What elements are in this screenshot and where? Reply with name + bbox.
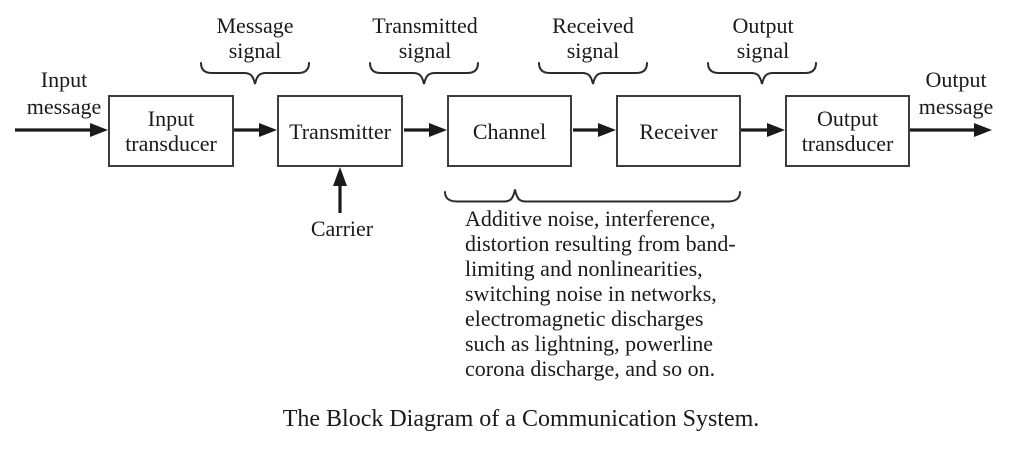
channel-note-line: such as lightning, powerline [465, 331, 714, 356]
arrow-receiver-to-output-transducer [741, 123, 785, 137]
output-signal-label-line1: Output [732, 13, 794, 38]
output-message-label: Output message [901, 66, 1011, 120]
arrow-channel-to-receiver [573, 123, 616, 137]
block-output-transducer-label: Output transducer [801, 106, 894, 156]
received-signal-label-line2: signal [566, 38, 620, 63]
block-input-transducer: Input transducer [108, 95, 234, 167]
channel-note-line: switching noise in networks, [465, 281, 717, 306]
block-receiver: Receiver [616, 95, 741, 167]
message-signal-brace [200, 62, 310, 85]
output-signal-brace [707, 62, 817, 85]
channel-note-line: distortion resulting from band- [465, 231, 736, 256]
transmitted-signal-label: Transmitted signal [340, 13, 510, 63]
output-signal-label: Output signal [678, 13, 848, 63]
arrow-input-transducer-to-transmitter [234, 123, 277, 137]
output-message-arrow [910, 123, 992, 137]
output-signal-label-line2: signal [736, 38, 790, 63]
block-channel-label: Channel [472, 118, 547, 144]
input-message-label: Input message [8, 66, 120, 120]
block-transmitter-label: Transmitter [289, 118, 391, 144]
transmitted-signal-label-line1: Transmitted [372, 13, 478, 38]
block-output-transducer: Output transducer [785, 95, 910, 167]
channel-note: Additive noise, interference, distortion… [465, 206, 736, 381]
transmitted-signal-label-line2: signal [398, 38, 452, 63]
transmitted-signal-brace [369, 62, 479, 85]
message-signal-label: Message signal [170, 13, 340, 63]
channel-note-brace [444, 189, 741, 203]
input-message-arrow [15, 123, 108, 137]
channel-note-line: limiting and nonlinearities, [465, 256, 703, 281]
received-signal-brace [538, 62, 648, 85]
block-channel: Channel [447, 95, 572, 167]
received-signal-label: Received signal [508, 13, 678, 63]
block-transmitter: Transmitter [277, 95, 403, 167]
input-message-label-line2: message [26, 94, 102, 119]
arrow-transmitter-to-channel [404, 123, 447, 137]
channel-note-line: Additive noise, interference, [465, 206, 716, 231]
block-receiver-label: Receiver [639, 118, 718, 144]
block-input-transducer-label: Input transducer [125, 106, 217, 156]
message-signal-label-line2: signal [228, 38, 282, 63]
output-message-label-line2: message [918, 94, 994, 119]
carrier-label: Carrier [310, 216, 374, 241]
output-message-label-line1: Output [925, 67, 987, 92]
channel-note-line: electromagnetic discharges [465, 306, 704, 331]
diagram-caption: The Block Diagram of a Communication Sys… [282, 406, 760, 432]
message-signal-label-line1: Message [216, 13, 294, 38]
carrier-arrow [333, 167, 347, 213]
input-message-label-line1: Input [40, 67, 88, 92]
channel-note-line: corona discharge, and so on. [465, 356, 716, 381]
received-signal-label-line1: Received [552, 13, 634, 38]
